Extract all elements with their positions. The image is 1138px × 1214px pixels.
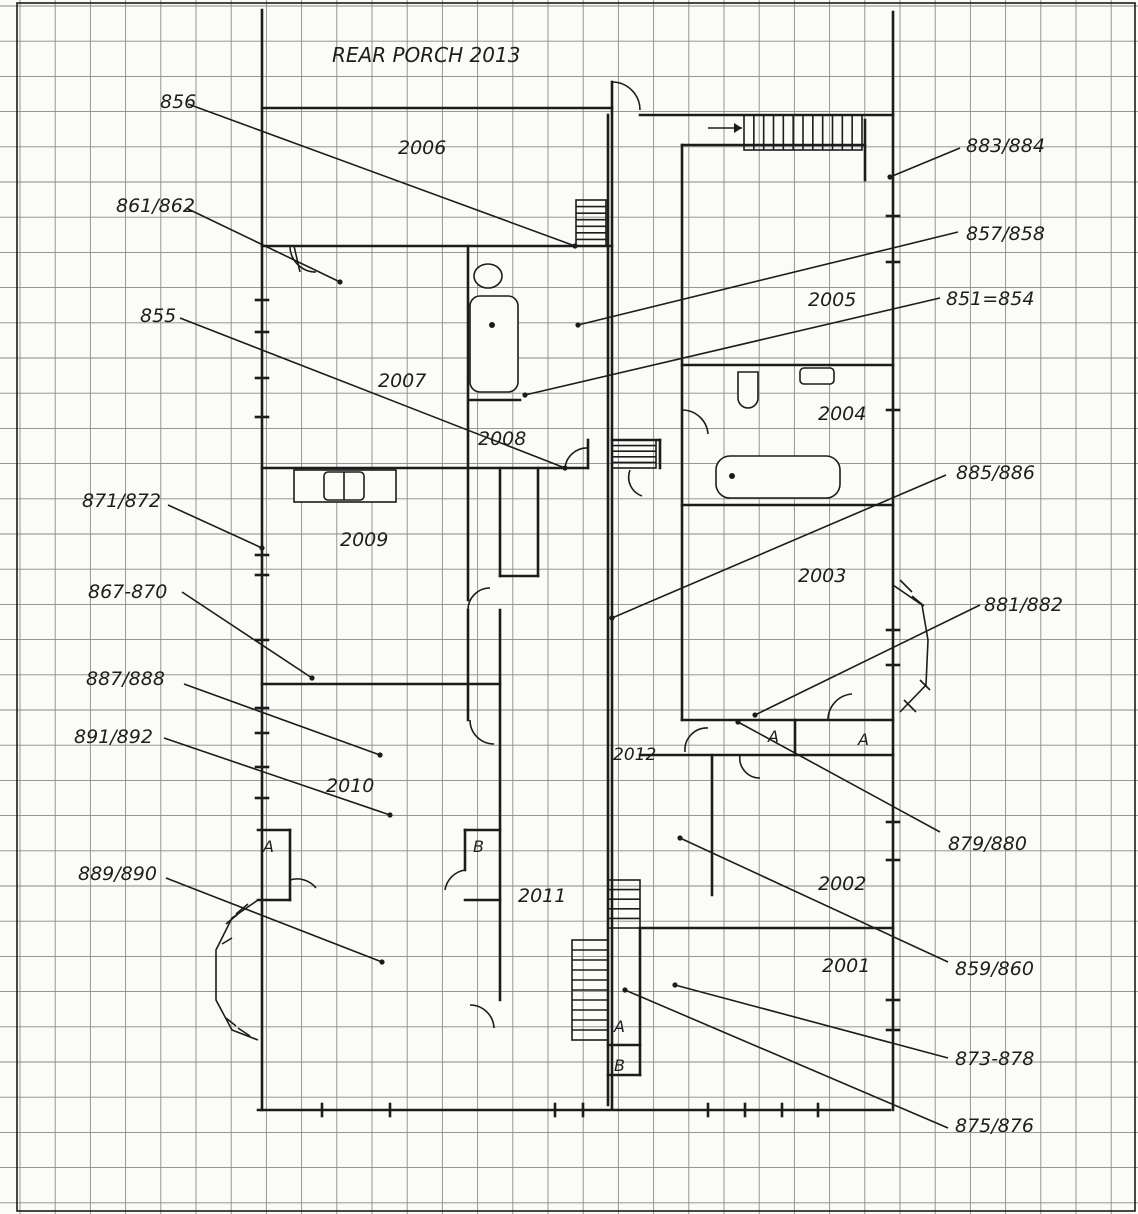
stair-flight [611,439,657,469]
stair-flight [575,199,607,247]
room-label-2010: 2010 [326,775,374,797]
callout-label-879-880: 879/880 [948,833,1027,855]
callout-point [575,322,581,328]
fixtures [293,263,841,503]
callout-point [259,545,265,551]
room-label-2005: 2005 [808,289,856,311]
stair-flight [571,939,609,1041]
room-label-2009: 2009 [340,529,388,551]
bathtub-icon [469,295,519,393]
callout-leader [185,207,341,283]
callout-label-881-882: 881/882 [984,594,1063,616]
sink-icon [799,367,835,385]
callout-leader [165,877,383,963]
callout-point [622,987,628,993]
callout-leader [183,683,381,756]
closet-marker-a-bottom: A [613,1017,625,1036]
toilet-icon [473,263,503,289]
callout-point [377,752,383,758]
bay-window-right [892,579,931,713]
stair-flight [607,879,641,929]
closet-marker-a-left: A [262,837,274,856]
callout-label-873-878: 873-878 [955,1048,1034,1070]
callout-label-891-892: 891/892 [74,726,153,748]
callout-point [309,675,315,681]
callout-leader [181,591,313,679]
room-label-2002: 2002 [818,873,866,895]
callout-leader [163,737,391,816]
callout-point [672,982,678,988]
callout-label-855: 855 [140,305,176,327]
room-label-2012: 2012 [613,745,656,765]
callout-point [379,959,385,965]
callout-leader [674,984,949,1059]
callout-label-851-854: 851=854 [946,288,1034,310]
callout-label-861-862: 861/862 [116,195,195,217]
callout-leader [179,317,566,469]
callout-leader [679,837,949,963]
callout-point [387,812,393,818]
callout-label-856: 856 [160,91,196,113]
callout-point [572,243,578,249]
callout-leader [889,147,961,178]
room-label-2011: 2011 [518,885,566,907]
building-walls [256,8,895,1112]
room-label-2001: 2001 [822,955,870,977]
sheet-border [16,2,1136,1212]
callout-label-857-858: 857/858 [966,223,1045,245]
stair-direction-arrow [708,123,742,133]
callout-label-867-870: 867-870 [88,581,167,603]
callout-label-889-890: 889/890 [78,863,157,885]
callout-label-887-888: 887/888 [86,668,165,690]
callout-point [609,615,615,621]
stairways [571,114,863,1041]
callout-leader [737,721,941,833]
room-label-2004: 2004 [818,403,866,425]
callout-leader [611,474,947,619]
callout-point [887,174,893,180]
callout-point [735,719,741,725]
closet-marker-a-hall: A [767,727,779,746]
callout-leader [754,604,981,716]
plan-title: REAR PORCH 2013 [332,43,520,67]
room-label-2008: 2008 [478,428,526,450]
callout-point [752,712,758,718]
callout-point [677,835,683,841]
callout-leader [577,231,959,326]
callout-leader [524,297,941,396]
wall-ticks [254,214,901,1118]
room-label-2003: 2003 [798,565,846,587]
callout-point [562,465,568,471]
room-label-2006: 2006 [398,137,446,159]
callout-label-883-884: 883/884 [966,135,1045,157]
callout-point [522,392,528,398]
bathtub-icon [715,455,841,499]
toilet-icon [737,371,759,409]
stair-flight [743,114,863,151]
door-swings [289,81,853,1029]
callout-leader [167,504,263,549]
callout-label-875-876: 875/876 [955,1115,1034,1137]
callout-label-871-872: 871/872 [82,490,161,512]
closet-marker-b-center: B [473,837,484,856]
closet-marker-b-bottom: B [614,1056,625,1075]
callout-leader [624,989,949,1129]
bay-window-left [215,899,259,1041]
callout-label-885-886: 885/886 [956,462,1035,484]
callout-point [337,279,343,285]
room-label-2007: 2007 [378,370,426,392]
callout-leader [187,103,576,247]
closet-marker-a-right: A [857,730,869,749]
callout-label-859-860: 859/860 [955,958,1034,980]
callout-leaders [163,103,981,1129]
